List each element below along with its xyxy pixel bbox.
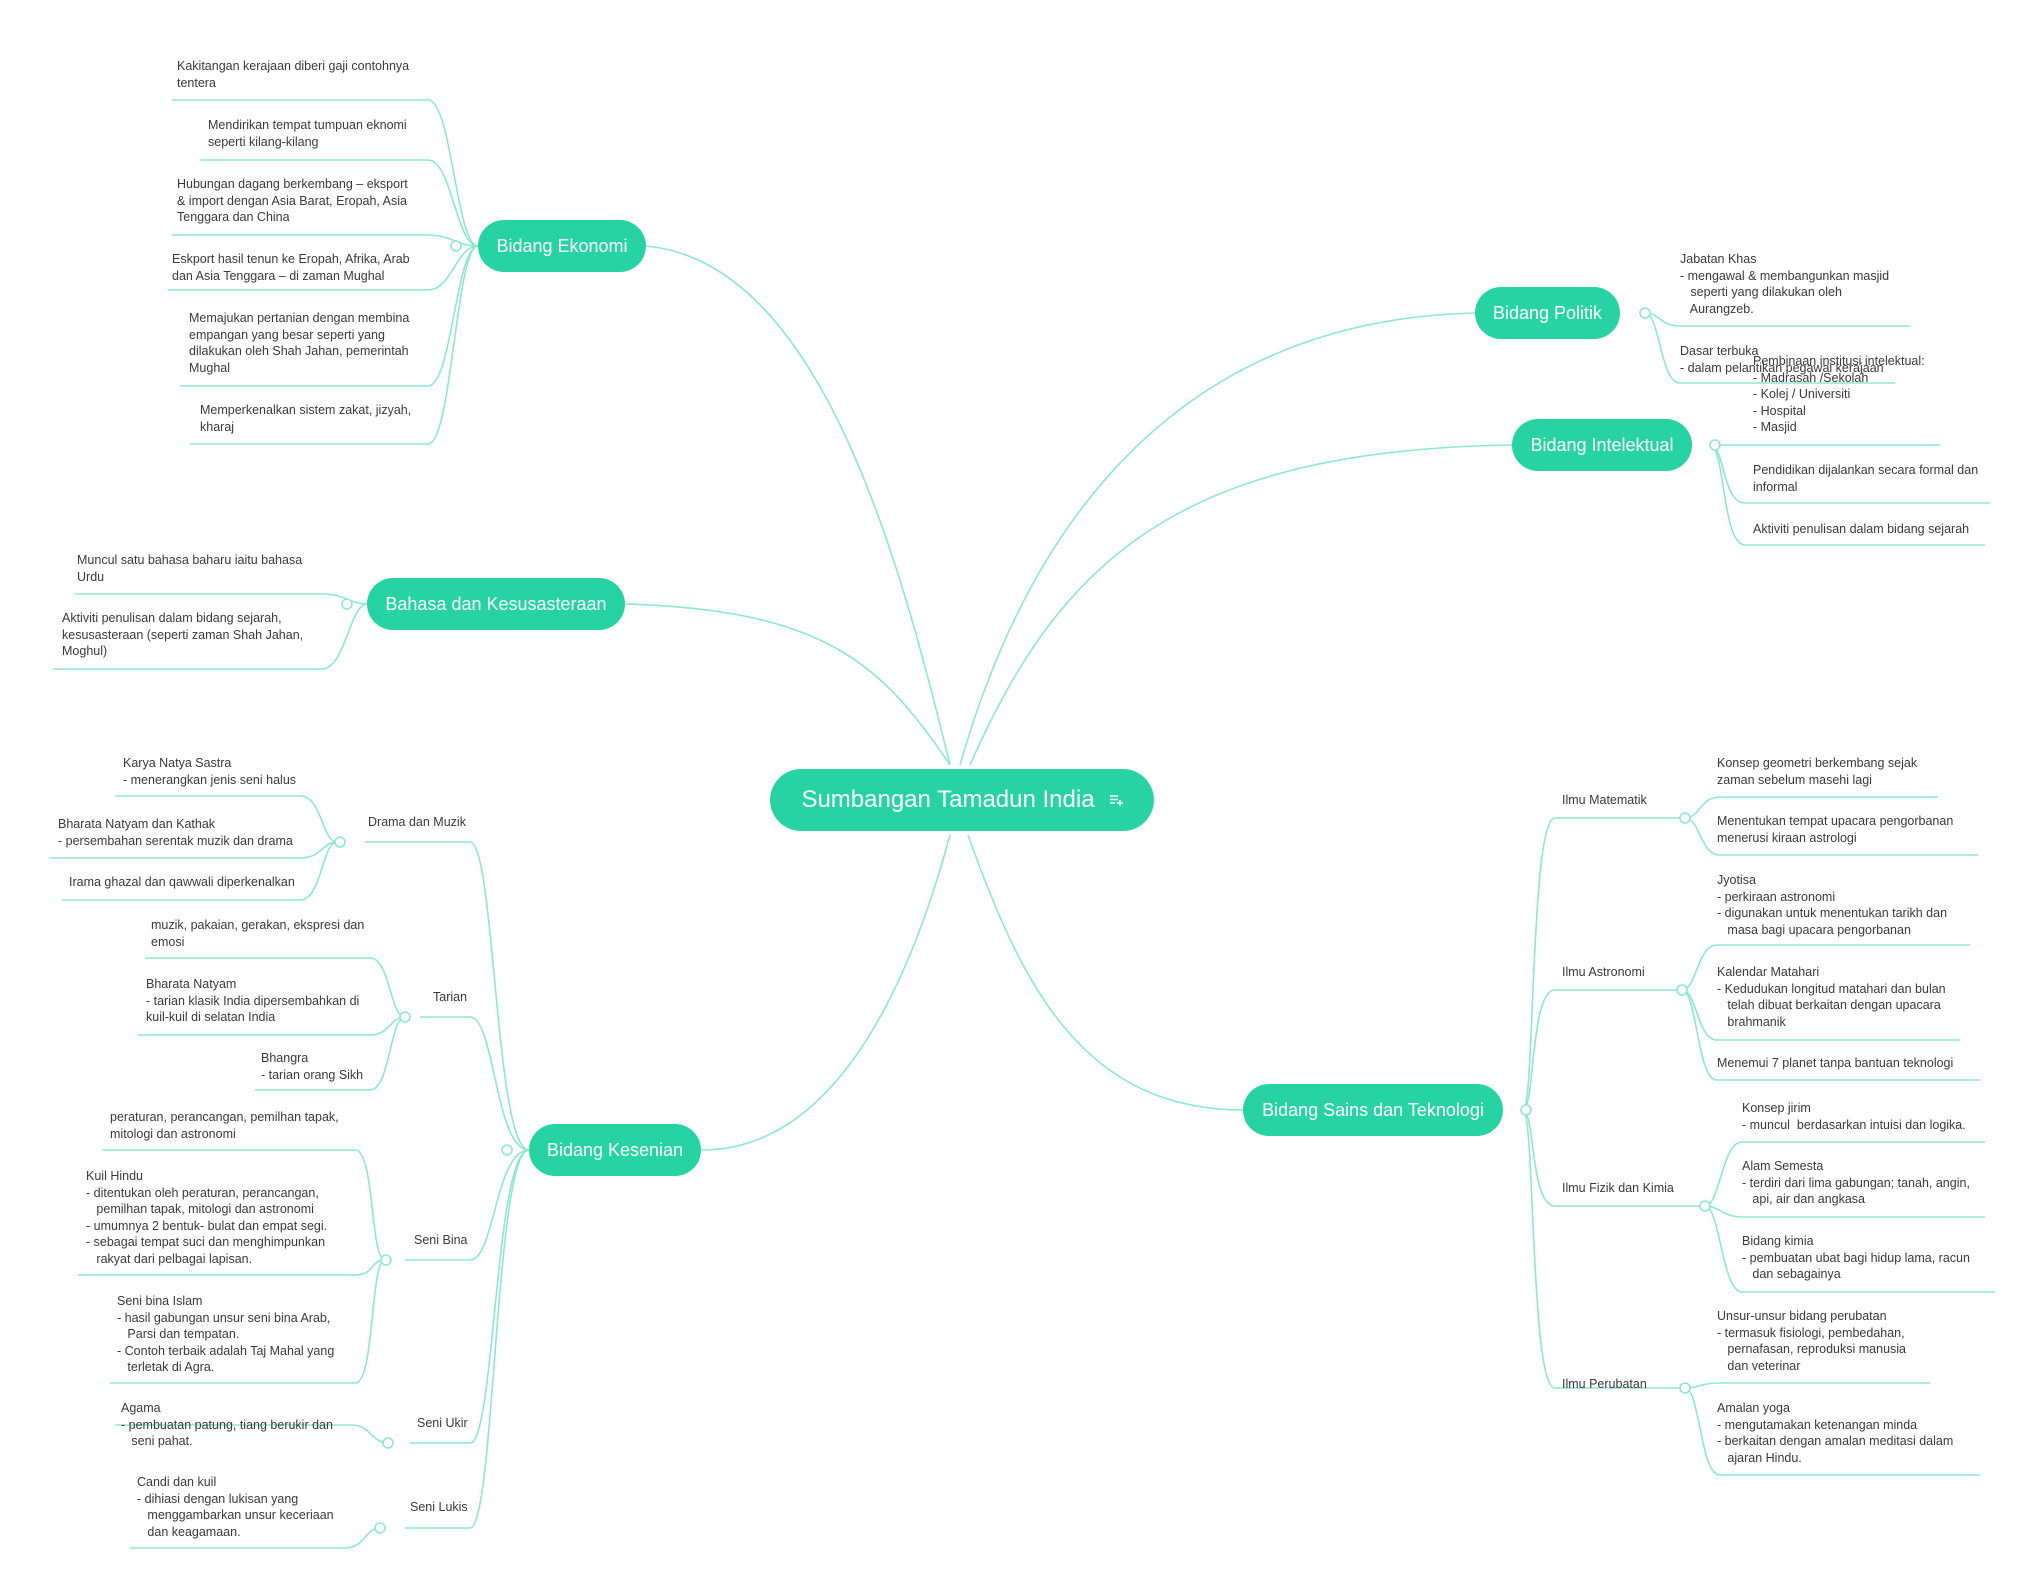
drama-item-2[interactable]: Bharata Natyam dan Kathak - persembahan … [58,817,293,848]
topic-bidang-sains-teknologi[interactable]: Bidang Sains dan Teknologi [1243,1084,1503,1136]
bahasa-item-2[interactable]: Aktiviti penulisan dalam bidang sejarah,… [62,611,304,658]
ekonomi-item-1[interactable]: Kakitangan kerajaan diberi gaji contohny… [177,59,410,90]
ekonomi-item-6[interactable]: Memperkenalkan sistem zakat, jizyah, kha… [200,403,412,434]
ekonomi-item-5[interactable]: Memajukan pertanian dengan membina empan… [189,311,410,375]
note-icon[interactable] [1109,793,1123,807]
fizik-item-2[interactable]: Alam Semesta - terdiri dari lima gabunga… [1742,1159,1970,1206]
kesenian-seni-bina[interactable]: Seni Bina [414,1233,468,1247]
intelektual-item-1[interactable]: Pembinaan institusi intelektual: - Madra… [1753,354,1925,434]
ekonomi-item-2[interactable]: Mendirikan tempat tumpuan eknomi seperti… [208,118,407,149]
fizik-item-3[interactable]: Bidang kimia - pembuatan ubat bagi hidup… [1742,1234,1970,1281]
politik-item-2[interactable]: Dasar terbuka - dalam pelantikan pegawai… [1680,344,1884,375]
seniukir-item-1[interactable]: Agama - pembuatan patung, tiang berukir … [121,1401,333,1448]
drama-item-1[interactable]: Karya Natya Sastra - menerangkan jenis s… [123,756,297,787]
sains-ilmu-astronomi[interactable]: Ilmu Astronomi [1562,965,1645,979]
topic-bidang-kesenian[interactable]: Bidang Kesenian [529,1124,701,1176]
kesenian-tarian[interactable]: Tarian [433,990,468,1004]
ekonomi-item-3[interactable]: Hubungan dagang berkembang – eksport & i… [177,177,408,224]
kesenian-drama-muzik[interactable]: Drama dan Muzik [368,815,466,829]
matematik-item-1[interactable]: Konsep geometri berkembang sejak zaman s… [1717,756,1918,787]
fizik-item-1[interactable]: Konsep jirim - muncul berdasarkan intuis… [1742,1101,1966,1132]
perubatan-item-2[interactable]: Amalan yoga - mengutamakan ketenangan mi… [1717,1401,1954,1465]
sains-ilmu-fizik-kimia[interactable]: Ilmu Fizik dan Kimia [1562,1181,1674,1195]
ekonomi-item-4[interactable]: Eskport hasil tenun ke Eropah, Afrika, A… [172,252,410,283]
bahasa-item-1[interactable]: Muncul satu bahasa baharu iaitu bahasa U… [77,553,303,584]
astronomi-item-1[interactable]: Jyotisa - perkiraan astronomi - digunaka… [1717,873,1948,937]
tarian-item-3[interactable]: Bhangra - tarian orang Sikh [261,1051,364,1082]
senibina-item-2[interactable]: Kuil Hindu - ditentukan oleh peraturan, … [86,1169,328,1266]
tarian-item-2[interactable]: Bharata Natyam - tarian klasik India dip… [146,977,360,1024]
topic-bidang-ekonomi[interactable]: Bidang Ekonomi [478,220,646,272]
senibina-item-3[interactable]: Seni bina Islam - hasil gabungan unsur s… [117,1294,335,1374]
senilukis-item-1[interactable]: Candi dan kuil - dihiasi dengan lukisan … [137,1475,334,1539]
politik-item-1[interactable]: Jabatan Khas - mengawal & membangunkan m… [1680,252,1890,316]
topic-bidang-politik[interactable]: Bidang Politik [1475,287,1620,339]
matematik-item-2[interactable]: Menentukan tempat upacara pengorbanan me… [1717,814,1954,845]
kesenian-seni-lukis[interactable]: Seni Lukis [410,1500,468,1514]
astronomi-item-2[interactable]: Kalendar Matahari - Kedudukan longitud m… [1717,965,1946,1029]
astronomi-item-3[interactable]: Menemui 7 planet tanpa bantuan teknologi [1717,1056,1954,1070]
kesenian-seni-ukir[interactable]: Seni Ukir [417,1416,468,1430]
senibina-item-1[interactable]: peraturan, perancangan, pemilhan tapak, … [110,1110,339,1141]
intelektual-item-3[interactable]: Aktiviti penulisan dalam bidang sejarah [1753,522,1970,536]
central-topic[interactable]: Sumbangan Tamadun India [770,769,1154,831]
drama-item-3[interactable]: Irama ghazal dan qawwali diperkenalkan [69,875,295,889]
central-topic-label: Sumbangan Tamadun India [801,786,1095,813]
intelektual-item-2[interactable]: Pendidikan dijalankan secara formal dan … [1753,463,1979,494]
sains-ilmu-matematik[interactable]: Ilmu Matematik [1562,793,1647,807]
topic-bidang-intelektual[interactable]: Bidang Intelektual [1512,419,1692,471]
tarian-item-1[interactable]: muzik, pakaian, gerakan, ekspresi dan em… [151,918,365,949]
sains-ilmu-perubatan[interactable]: Ilmu Perubatan [1562,1377,1647,1391]
perubatan-item-1[interactable]: Unsur-unsur bidang perubatan - termasuk … [1717,1309,1906,1373]
topic-bahasa-kesusasteraan[interactable]: Bahasa dan Kesusasteraan [367,578,625,630]
